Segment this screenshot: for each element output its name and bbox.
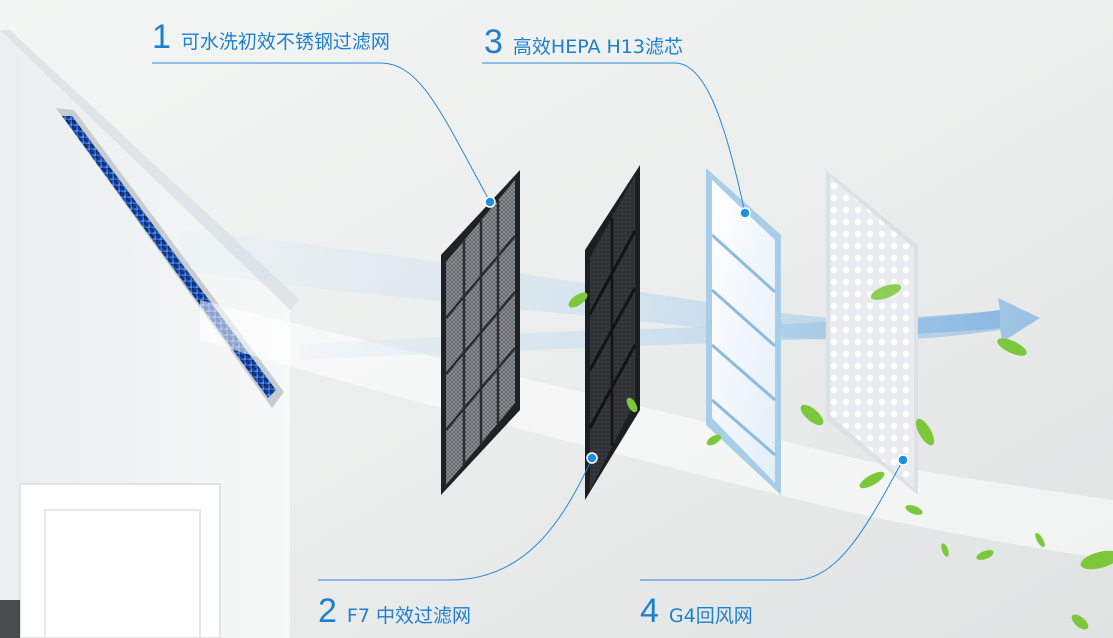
leaf — [706, 434, 722, 446]
filter-2-f7 — [585, 165, 640, 500]
door-inset — [44, 509, 201, 638]
filter-number-3: 3 — [484, 23, 503, 61]
leaf — [870, 284, 902, 300]
leaf — [905, 505, 923, 515]
filter-text-1: 可水洗初效不锈钢过滤网 — [180, 31, 390, 53]
callout-dot-3 — [739, 207, 751, 219]
callout-dots — [484, 196, 909, 466]
leaf — [859, 471, 885, 489]
filter-text-4: G4回风网 — [668, 605, 753, 627]
leaf — [626, 397, 638, 413]
leaf — [568, 292, 588, 308]
leaf — [1071, 614, 1089, 630]
sloped-wall — [0, 0, 290, 638]
door-panel — [19, 483, 221, 638]
filter-number-4: 4 — [640, 592, 659, 630]
leaf — [915, 418, 935, 446]
leaves — [568, 284, 1113, 630]
callout-line-3 — [482, 62, 746, 214]
callout-dot-1 — [484, 196, 496, 208]
callout-lines — [152, 62, 904, 581]
dark-floor-corner — [0, 600, 20, 638]
filter-4-g4 — [826, 170, 918, 495]
callout-line-1 — [152, 62, 491, 203]
leaf — [1080, 550, 1113, 570]
callout-dot-2 — [586, 452, 598, 464]
filter-number-2: 2 — [318, 592, 337, 630]
filter-label-1: 1 可水洗初效不锈钢过滤网 — [152, 20, 390, 54]
filter-number-1: 1 — [152, 18, 171, 56]
filter-3-hepa — [706, 168, 781, 495]
leaf — [800, 404, 824, 426]
filter-text-2: F7 中效过滤网 — [346, 605, 471, 627]
leaf — [997, 338, 1027, 356]
leaf — [941, 543, 949, 557]
airflow-stream-lower — [200, 300, 1113, 560]
filter-label-2: 2 F7 中效过滤网 — [318, 594, 471, 628]
filter-label-3: 3 高效HEPA H13滤芯 — [484, 25, 683, 59]
filter-1-stainless-steel — [441, 170, 520, 495]
filter-label-4: 4 G4回风网 — [640, 594, 753, 628]
filter-text-3: 高效HEPA H13滤芯 — [512, 36, 683, 58]
callout-line-4 — [640, 459, 904, 581]
leaf — [976, 550, 994, 560]
callout-line-2 — [318, 457, 593, 581]
callout-dot-4 — [897, 454, 909, 466]
leaf — [1035, 532, 1045, 548]
